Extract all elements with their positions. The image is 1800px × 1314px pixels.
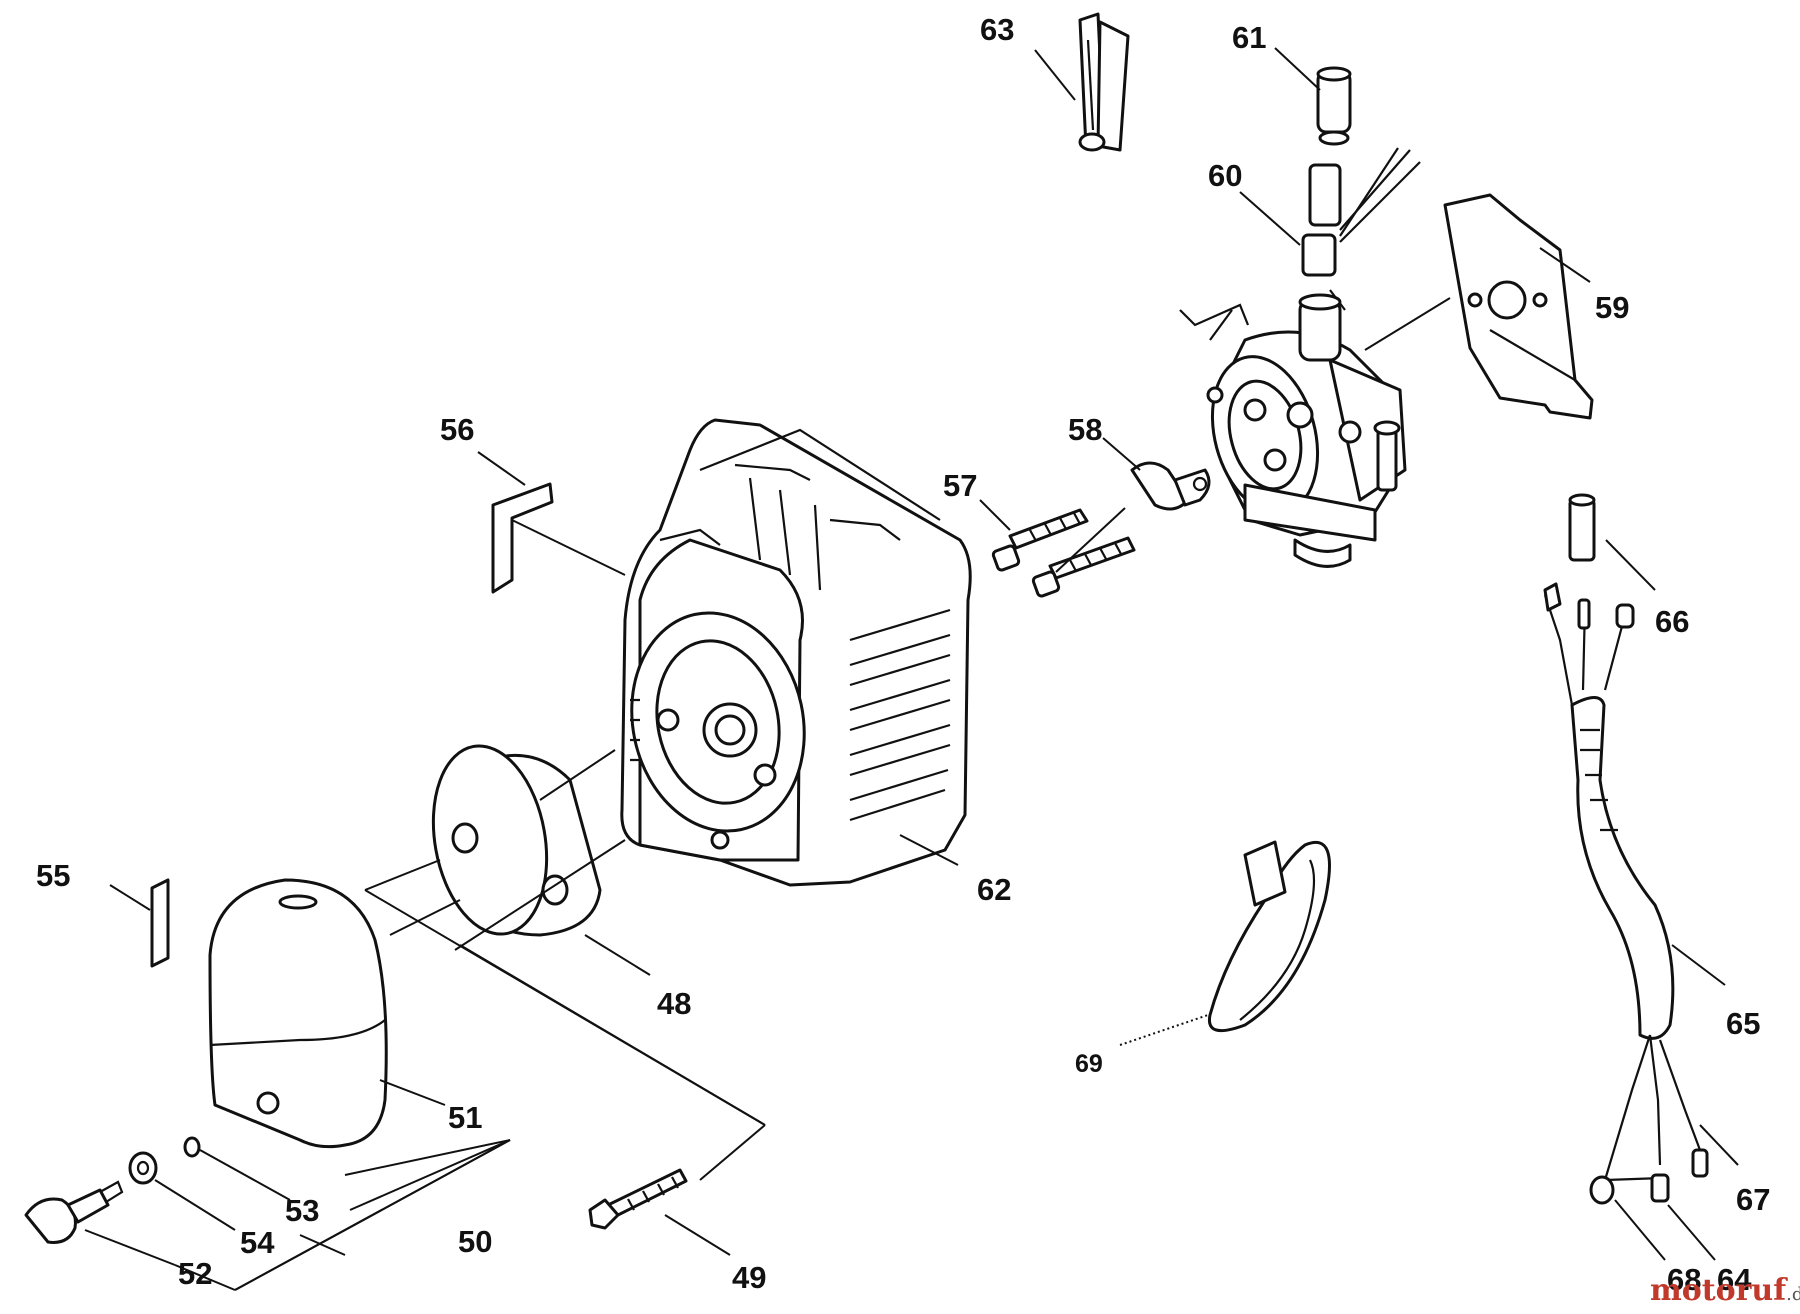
label-53: 53 [285, 1193, 319, 1228]
part-51-cover [208, 878, 446, 1149]
label-51: 51 [448, 1100, 482, 1135]
part-66-sleeve [1568, 493, 1656, 591]
assembly-lines [174, 749, 766, 1291]
part-63-clip [1078, 12, 1130, 152]
watermark-text: motoruf.de [1650, 1273, 1800, 1308]
label-54: 54 [240, 1225, 275, 1260]
label-67: 67 [1736, 1182, 1770, 1217]
label-68: 68 [1667, 1262, 1701, 1297]
label-69: 69 [1075, 1050, 1103, 1078]
part-56-label [491, 482, 626, 594]
part-53-washer [183, 1136, 291, 1201]
part-62-housing [620, 418, 972, 887]
part-69-strap [1119, 840, 1331, 1046]
label-66: 66 [1655, 604, 1689, 639]
label-59: 59 [1595, 290, 1629, 325]
carburetor [1179, 293, 1451, 568]
label-64: 64 [1717, 1262, 1752, 1297]
label-61: 61 [1232, 20, 1266, 55]
label-60: 60 [1208, 158, 1242, 193]
part-58-elbow [1130, 461, 1211, 511]
label-49: 49 [732, 1260, 766, 1295]
part-labels: 63 61 60 59 58 57 56 66 55 62 48 65 69 5… [36, 12, 1770, 1297]
label-50: 50 [458, 1224, 492, 1259]
label-52: 52 [178, 1256, 212, 1291]
part-54-washer [128, 1151, 236, 1231]
label-48: 48 [657, 986, 691, 1021]
part-60-fitting [1301, 147, 1421, 311]
label-55: 55 [36, 858, 70, 893]
part-59-gasket [1443, 193, 1594, 420]
part-48-filter [431, 744, 651, 976]
callout-leaders [477, 47, 1591, 531]
part-49-bolt [588, 1168, 731, 1256]
part-52-knob [24, 1180, 176, 1266]
label-62: 62 [977, 872, 1011, 907]
label-63: 63 [980, 12, 1014, 47]
label-65: 65 [1726, 1006, 1760, 1041]
watermark: motoruf.de [1650, 1273, 1800, 1308]
part-65-harness [1543, 582, 1739, 1261]
label-58: 58 [1068, 412, 1102, 447]
part-61-cap [1316, 66, 1352, 146]
label-57: 57 [943, 468, 977, 503]
part-57-screws [991, 507, 1136, 598]
part-55-label [109, 878, 170, 968]
label-56: 56 [440, 412, 474, 447]
